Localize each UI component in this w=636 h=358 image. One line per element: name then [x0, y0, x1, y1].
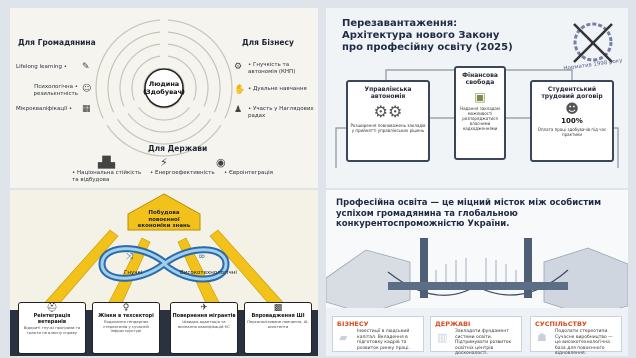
- infinity-icon: ∞: [198, 252, 206, 262]
- card-business-text: Інвестиції в людський капітал. Вкладення…: [357, 329, 410, 351]
- pillar-icon: ▥: [437, 331, 448, 344]
- card-society: СУСПІЛЬСТВУ ☗ Подолати стереотипи. Сучас…: [530, 316, 622, 356]
- bottom-item-2: • Енергоефективність: [150, 170, 215, 176]
- worker-icon: ☻: [565, 102, 579, 117]
- city-icon: ▟▙: [98, 156, 115, 169]
- certificate-icon: ▦: [82, 104, 91, 114]
- panel-bridge: Професійна освіта — це міцний місток між…: [326, 190, 628, 356]
- card-state-label: ДЕРЖАВІ: [435, 320, 471, 328]
- goal-line3: економіки знань: [137, 223, 191, 229]
- plane-icon: ✈: [200, 303, 208, 313]
- card-autonomy-title: Управлінська автономія: [364, 86, 412, 100]
- board-icon: ♟: [234, 105, 243, 115]
- left-item-2: Психологічна • резильєнтність: [33, 84, 78, 97]
- center-label-line1: Людина: [148, 80, 180, 88]
- card-business-label: БІЗНЕСУ: [337, 320, 369, 328]
- card-society-text: Подолати стереотипи. Сучасне виробництво…: [555, 329, 613, 356]
- goal-line2: повоєнної: [148, 216, 180, 223]
- pillar-veterans: ⛑ Реінтеграція ветеранів Відкриті гнучкі…: [18, 302, 86, 354]
- loop-flexible-label: Гнучкі: [124, 270, 143, 276]
- ai-chip-icon: ▩: [273, 303, 283, 313]
- stamp-gear-icon: [573, 22, 613, 63]
- card-state-text: Закладати фундамент системи освіти. Підт…: [455, 329, 512, 356]
- woman-icon: ♀: [122, 303, 130, 313]
- pillar-veterans-text: Відкриті гнучкі програми та гранти на вл…: [23, 325, 81, 335]
- economy-goal-label: Побудова повоєнної економіки знань: [130, 210, 198, 230]
- pillar-women-title: Жінки в техсекторі: [98, 313, 154, 319]
- pillar-ai: ▩ Впровадження ШІ Персоналізоване навчан…: [244, 302, 312, 354]
- pillar-women-tech: ♀ Жінки в техсекторі Подолання гендерних…: [92, 302, 160, 354]
- card-student-contract: Студентський трудовий договір ☻ 100% Опл…: [530, 80, 614, 162]
- handshake-icon: ✋: [234, 85, 246, 95]
- veterans-icon: ⛑: [46, 303, 58, 313]
- panel-law-architecture: Перезавантаження: Архітектура нового Зак…: [326, 8, 628, 188]
- loop-hitech-label: Високотехнологічні: [180, 270, 237, 276]
- heading-business: Для Бізнесу: [242, 38, 294, 47]
- card-state: ДЕРЖАВІ ▥ Закладати фундамент системи ос…: [430, 316, 522, 356]
- pillar-veterans-title: Реінтеграція ветеранів: [33, 313, 71, 325]
- law-title-line2: Архітектура нового Закону: [342, 30, 500, 41]
- pillar-migrants-title: Повернення мігрантів: [172, 313, 236, 319]
- card-financial-freedom: Фінансова свобода ▣ Надання закладам мож…: [454, 66, 506, 160]
- card-contract-value: 100%: [561, 117, 583, 125]
- card-contract-title: Студентський трудовий договір: [541, 86, 603, 100]
- eye-icon: ◉: [216, 156, 226, 169]
- card-financial-title: Фінансова свобода: [462, 72, 498, 86]
- law-title-line1: Перезавантаження:: [342, 18, 458, 29]
- shuffle-icon: ⤨: [126, 252, 134, 262]
- pillar-ai-text: Персоналізоване навчання, AI-асистенти: [247, 319, 309, 329]
- right-item-1: • Гнучкість та автономія (КНП): [248, 62, 296, 75]
- pillar-migrants: ✈ Повернення мігрантів Швидка адаптація …: [170, 302, 238, 354]
- pillar-ai-title: Впровадження ШІ: [251, 313, 305, 319]
- bottom-item-3: • Євроінтеграція: [224, 170, 273, 176]
- heading-citizen: Для Громадянина: [18, 38, 96, 47]
- pillar-migrants-text: Швидка адаптація та визнання кваліфікаці…: [178, 319, 230, 329]
- center-label-line2: (Здобувач): [142, 88, 185, 96]
- center-label: Людина (Здобувач): [142, 80, 186, 96]
- money-icon: ▣: [474, 90, 486, 104]
- card-contract-text: Оплата праці здобувачів під час практики: [537, 127, 607, 137]
- card-autonomy-text: Розширення повноважень закладів у прийня…: [350, 123, 426, 133]
- card-business: БІЗНЕСУ ▰ Інвестиції в людський капітал.…: [332, 316, 424, 352]
- card-management-autonomy: Управлінська автономія ⚙⚙ Розширення пов…: [346, 80, 430, 162]
- old-norm-stamp: Норматив 1998 року: [563, 18, 623, 74]
- learning-icon: ✎: [82, 62, 90, 72]
- connector-lines: [335, 69, 619, 168]
- goal-line1: Побудова: [148, 210, 180, 216]
- law-title: Перезавантаження: Архітектура нового Зак…: [342, 18, 542, 54]
- card-society-label: СУСПІЛЬСТВУ: [535, 320, 587, 328]
- heading-state: Для Держави: [148, 144, 208, 153]
- people-icon: ☗: [537, 331, 547, 344]
- bridge-title: Професійна освіта — це міцний місток між…: [336, 198, 602, 229]
- briefcase-icon: ▰: [339, 331, 348, 344]
- right-item-3: • Участь у Наглядових радах: [248, 106, 314, 119]
- pillar-women-text: Подолання гендерних стереотипів у сучасн…: [103, 319, 149, 334]
- right-item-2: • Дуальне навчання: [248, 86, 307, 92]
- concentric-arcs-graphic: [95, 12, 233, 157]
- brain-icon: ☺: [82, 84, 92, 94]
- panel-knowledge-economy: Побудова повоєнної економіки знань Гнучк…: [10, 190, 318, 356]
- gear-icon: ⚙: [234, 62, 243, 72]
- bottom-item-1: • Національна стійкість та відбудова: [72, 170, 142, 183]
- energy-icon: ⚡: [160, 156, 168, 169]
- left-item-3: Мікрокваліфікації •: [16, 106, 73, 112]
- law-title-line3: про професійну освіту (2025): [342, 42, 513, 53]
- left-item-1: Lifelong learning •: [16, 64, 67, 70]
- panel-citizen-business-state: Людина (Здобувач) Для Громадянина Для Бі…: [10, 8, 318, 188]
- gears-icon: ⚙⚙: [373, 102, 403, 121]
- card-financial-text: Надання закладам можливості розпоряджати…: [460, 106, 500, 131]
